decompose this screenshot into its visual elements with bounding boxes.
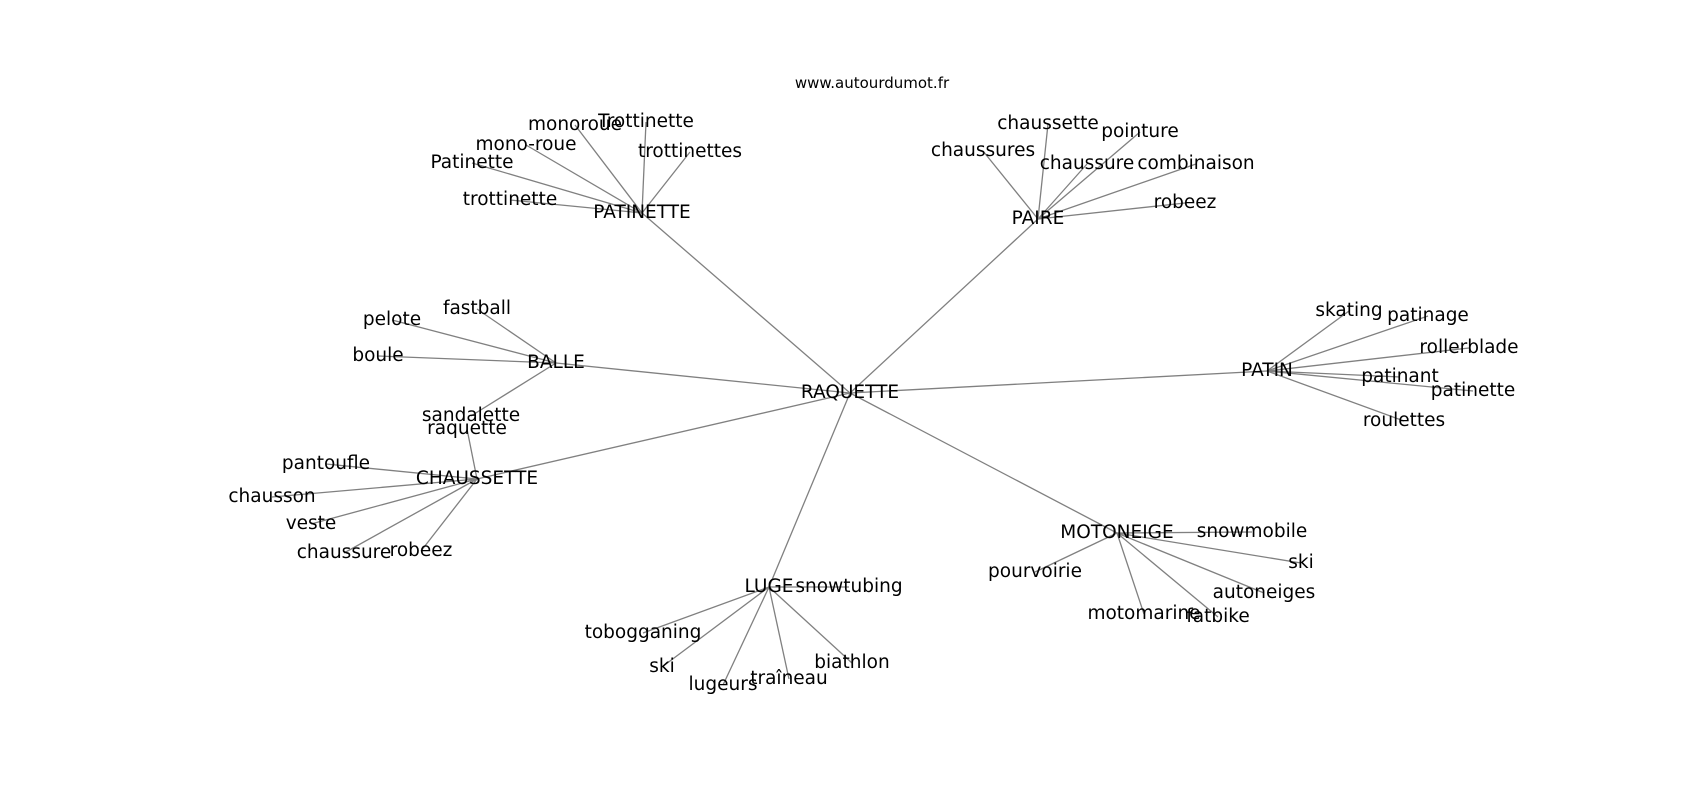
- edge-hub-word: [1116, 532, 1145, 615]
- edge-hub-word: [1266, 370, 1474, 392]
- hub-node-label: PATINETTE: [593, 202, 690, 223]
- edge-hub-word: [471, 162, 643, 214]
- word-node-label: biathlon: [814, 652, 889, 673]
- word-node-label: skating: [1315, 300, 1382, 321]
- hub-node-label: PAIRE: [1012, 208, 1065, 229]
- hub-node-label: BALLE: [527, 352, 585, 373]
- word-node-label: chaussure: [297, 542, 392, 563]
- edge-hub-word: [466, 428, 478, 480]
- edge-hub-word: [525, 144, 643, 214]
- word-node-label: fastball: [443, 298, 511, 319]
- edge-root-hub: [849, 218, 1039, 394]
- word-node-label: traîneau: [750, 668, 828, 689]
- edges: [271, 121, 1474, 686]
- edge-hub-word: [1037, 123, 1049, 220]
- word-node-label: fatbike: [1186, 606, 1249, 627]
- edge-hub-word: [377, 355, 557, 364]
- edge-hub-word: [768, 586, 790, 680]
- edge-hub-word: [982, 150, 1039, 220]
- edge-hub-word: [1037, 163, 1088, 220]
- edge-root-hub: [768, 392, 851, 588]
- edge-hub-word: [722, 586, 770, 686]
- edge-hub-word: [1116, 532, 1302, 564]
- word-node-label: combinaison: [1137, 153, 1254, 174]
- hub-node-label: CHAUSSETTE: [416, 468, 538, 489]
- edge-root-hub: [555, 362, 851, 394]
- word-node-label: robeez: [1154, 192, 1217, 213]
- edge-root-hub: [849, 370, 1268, 394]
- word-node-label: trottinettes: [638, 141, 742, 162]
- word-node-label: patinette: [1431, 380, 1515, 401]
- word-node-label: tobogganing: [585, 622, 702, 643]
- edge-hub-word: [661, 586, 770, 668]
- hub-node-label: PATIN: [1241, 360, 1293, 381]
- edge-root-hub: [476, 392, 851, 480]
- word-node-label: Patinette: [430, 152, 513, 173]
- word-node-label: lugeurs: [689, 674, 758, 695]
- word-node-label: rollerblade: [1419, 337, 1518, 358]
- edge-hub-word: [343, 478, 478, 554]
- word-node-label: pourvoirie: [988, 561, 1082, 582]
- word-node-label: raquette: [427, 418, 507, 439]
- word-node-label: Trottinette: [597, 111, 694, 132]
- edge-hub-word: [1266, 315, 1429, 372]
- word-node-label: chaussette: [997, 113, 1099, 134]
- edge-hub-word: [271, 478, 478, 498]
- edge-hub-word: [1116, 532, 1219, 618]
- edge-hub-word: [1037, 163, 1197, 220]
- source-label: www.autourdumot.fr: [795, 74, 950, 92]
- word-node-label: patinage: [1387, 305, 1469, 326]
- edge-hub-word: [420, 478, 478, 552]
- edge-hub-word: [1116, 532, 1265, 594]
- edge-hub-word: [574, 124, 643, 214]
- word-node-label: robeez: [390, 540, 453, 561]
- hub-node-label: LUGE: [745, 576, 794, 597]
- edge-hub-word: [470, 362, 557, 417]
- root-node-label: RAQUETTE: [801, 382, 899, 403]
- word-node-label: pantoufle: [282, 453, 370, 474]
- edge-hub-word: [1266, 370, 1401, 378]
- word-node-label: chausson: [228, 486, 315, 507]
- word-node-label: boule: [352, 345, 403, 366]
- edge-hub-word: [1037, 202, 1186, 220]
- edge-hub-word: [1116, 531, 1253, 534]
- edge-hub-word: [509, 199, 643, 214]
- edge-hub-word: [641, 121, 647, 214]
- word-node-label: snowmobile: [1197, 521, 1308, 542]
- word-node-label: patinant: [1361, 366, 1439, 387]
- word-node-label: motomarine: [1087, 603, 1200, 624]
- word-node-label: veste: [286, 513, 337, 534]
- edge-hub-word: [1266, 370, 1405, 422]
- edge-hub-word: [642, 586, 770, 634]
- edge-hub-word: [1266, 347, 1470, 372]
- edge-hub-word: [310, 478, 478, 525]
- edge-hub-word: [1266, 310, 1350, 372]
- word-node-label: chaussure: [1040, 153, 1135, 174]
- word-node-label: ski: [1288, 552, 1314, 573]
- word-node-label: autoneiges: [1213, 582, 1316, 603]
- word-node-label: ski: [649, 656, 675, 677]
- word-node-label: monoroue: [528, 114, 622, 135]
- word-node-label: trottinette: [463, 189, 557, 210]
- word-node-label: sandalette: [422, 405, 520, 426]
- edge-root-hub: [849, 392, 1118, 534]
- edge-hub-word: [641, 151, 691, 214]
- labels: RAQUETTEPATINETTEtrottinettePatinettemon…: [228, 111, 1518, 695]
- word-node-label: mono-roue: [475, 134, 576, 155]
- edge-hub-word: [768, 586, 853, 664]
- edge-hub-word: [1037, 131, 1141, 220]
- word-node-label: pointure: [1101, 121, 1179, 142]
- edge-hub-word: [391, 319, 557, 364]
- word-node-label: snowtubing: [795, 576, 902, 597]
- edge-hub-word: [325, 463, 478, 480]
- word-node-label: chaussures: [931, 140, 1035, 161]
- edge-hub-word: [476, 308, 557, 364]
- word-node-label: roulettes: [1363, 410, 1445, 431]
- edge-root-hub: [641, 212, 851, 394]
- hub-node-label: MOTONEIGE: [1060, 522, 1173, 543]
- edge-hub-word: [1034, 532, 1118, 573]
- word-node-label: pelote: [363, 309, 421, 330]
